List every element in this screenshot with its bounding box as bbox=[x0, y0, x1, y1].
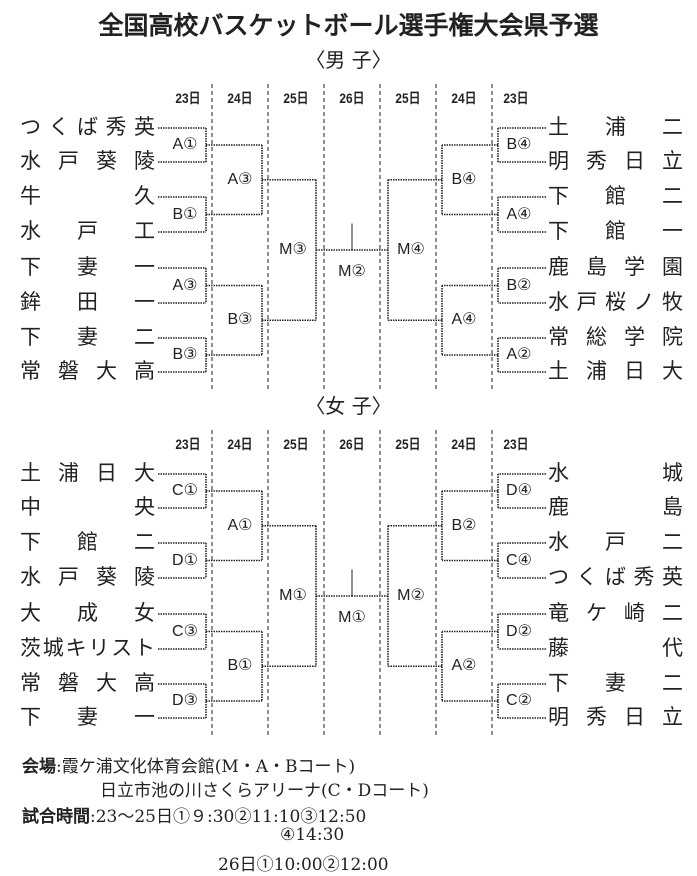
day-label: 24日 bbox=[227, 90, 253, 106]
venue-line-2: 日立市池の川さくらアリーナ(C・Dコート) bbox=[100, 781, 429, 801]
right-round1-game: A② bbox=[506, 346, 532, 363]
right-team: 鹿島 bbox=[548, 495, 683, 519]
venue-label: 会場 bbox=[22, 757, 56, 777]
right-team: 藤代 bbox=[548, 636, 683, 660]
right-round3-game: M④ bbox=[397, 241, 425, 258]
right-team: 水城 bbox=[548, 461, 683, 485]
left-round2-game: B③ bbox=[227, 311, 253, 329]
left-round2-game: A① bbox=[227, 516, 253, 534]
left-round1-game: B① bbox=[172, 205, 198, 223]
right-round1-game: D② bbox=[506, 622, 532, 640]
left-team: 下妻一 bbox=[20, 705, 155, 729]
time-line-2: ④14:30 bbox=[280, 825, 345, 845]
section-heading: 〈男 子〉 bbox=[305, 48, 392, 72]
right-round2-game: B② bbox=[451, 516, 477, 534]
left-team: つくば秀英 bbox=[20, 115, 155, 139]
right-round2-game: A② bbox=[451, 657, 477, 675]
left-team: 水戸葵陵 bbox=[20, 565, 155, 589]
left-round1-game: B③ bbox=[172, 346, 198, 363]
day-label: 23日 bbox=[175, 90, 201, 106]
right-team: 常総学院 bbox=[548, 325, 683, 349]
day-label: 24日 bbox=[227, 436, 253, 452]
left-team: 水戸葵陵 bbox=[20, 149, 155, 173]
left-round3-game: M③ bbox=[279, 241, 307, 258]
time-1: :23〜25日①９:30②11:10③12:50 bbox=[90, 807, 367, 827]
right-round1-game: D④ bbox=[506, 482, 532, 499]
final-game: M① bbox=[338, 608, 366, 626]
left-round1-game: D① bbox=[172, 551, 198, 569]
left-round1-game: C① bbox=[172, 482, 198, 499]
left-round1-game: A③ bbox=[172, 276, 198, 294]
day-label: 23日 bbox=[503, 436, 529, 452]
left-round2-game: B① bbox=[227, 657, 253, 675]
day-label: 25日 bbox=[395, 90, 421, 106]
right-team: つくば秀英 bbox=[548, 565, 683, 589]
right-round1-game: C④ bbox=[506, 551, 532, 569]
final-game: M② bbox=[338, 262, 366, 280]
day-label: 24日 bbox=[451, 90, 477, 106]
time-line-1: 試合時間:23〜25日①９:30②11:10③12:50 bbox=[22, 802, 366, 827]
time-line-3: 26日①10:00②12:00 bbox=[218, 855, 389, 875]
day-label: 25日 bbox=[283, 436, 309, 452]
right-team: 水戸二 bbox=[548, 530, 683, 554]
left-team: 常磐大高 bbox=[20, 359, 155, 383]
left-team: 常磐大高 bbox=[20, 671, 155, 695]
left-team: 大成女 bbox=[20, 601, 155, 625]
left-round1-game: C③ bbox=[172, 622, 198, 640]
day-label: 25日 bbox=[395, 436, 421, 452]
day-label: 23日 bbox=[503, 90, 529, 106]
day-label: 26日 bbox=[339, 90, 365, 106]
left-team: 牛久 bbox=[20, 184, 155, 208]
right-round1-game: A④ bbox=[506, 205, 532, 223]
day-label: 25日 bbox=[283, 90, 309, 106]
section-heading: 〈女 子〉 bbox=[305, 394, 392, 418]
day-label: 24日 bbox=[451, 436, 477, 452]
left-team: 土浦日大 bbox=[20, 461, 155, 485]
right-team: 下妻二 bbox=[548, 671, 683, 695]
right-round2-game: B④ bbox=[451, 170, 477, 188]
right-round1-game: B② bbox=[506, 276, 532, 294]
left-team: 茨城キリスト bbox=[20, 636, 155, 660]
left-team: 水戸工 bbox=[20, 219, 155, 243]
right-round1-game: B④ bbox=[506, 136, 532, 153]
right-round1-game: C② bbox=[506, 692, 532, 709]
left-team: 下妻二 bbox=[20, 325, 155, 349]
right-team: 鹿島学園 bbox=[548, 255, 683, 279]
venue-line-1: 会場:霞ケ浦文化体育会館(M・A・Bコート) bbox=[22, 752, 355, 777]
right-team: 土浦二 bbox=[548, 115, 683, 139]
time-label: 試合時間 bbox=[22, 807, 90, 827]
right-team: 水戸桜ノ牧 bbox=[548, 290, 683, 314]
right-round3-game: M② bbox=[397, 587, 425, 604]
left-team: 下妻一 bbox=[20, 255, 155, 279]
right-round2-game: A④ bbox=[451, 311, 477, 329]
left-round1-game: A① bbox=[172, 136, 198, 153]
right-team: 明秀日立 bbox=[548, 705, 683, 729]
left-round2-game: A③ bbox=[227, 170, 253, 188]
day-label: 23日 bbox=[175, 436, 201, 452]
venue-1: :霞ケ浦文化体育会館(M・A・Bコート) bbox=[56, 757, 356, 777]
left-team: 中央 bbox=[20, 495, 155, 519]
left-team: 鉾田一 bbox=[20, 290, 155, 314]
left-round3-game: M① bbox=[279, 587, 307, 604]
right-team: 竜ケ崎二 bbox=[548, 601, 683, 625]
page-title: 全国高校バスケットボール選手権大会県予選 bbox=[98, 11, 599, 40]
right-team: 明秀日立 bbox=[548, 149, 683, 173]
right-team: 下館二 bbox=[548, 184, 683, 208]
left-team: 下館二 bbox=[20, 530, 155, 554]
right-team: 土浦日大 bbox=[548, 359, 683, 383]
left-round1-game: D③ bbox=[172, 692, 198, 709]
right-team: 下館一 bbox=[548, 219, 683, 243]
day-label: 26日 bbox=[339, 436, 365, 452]
